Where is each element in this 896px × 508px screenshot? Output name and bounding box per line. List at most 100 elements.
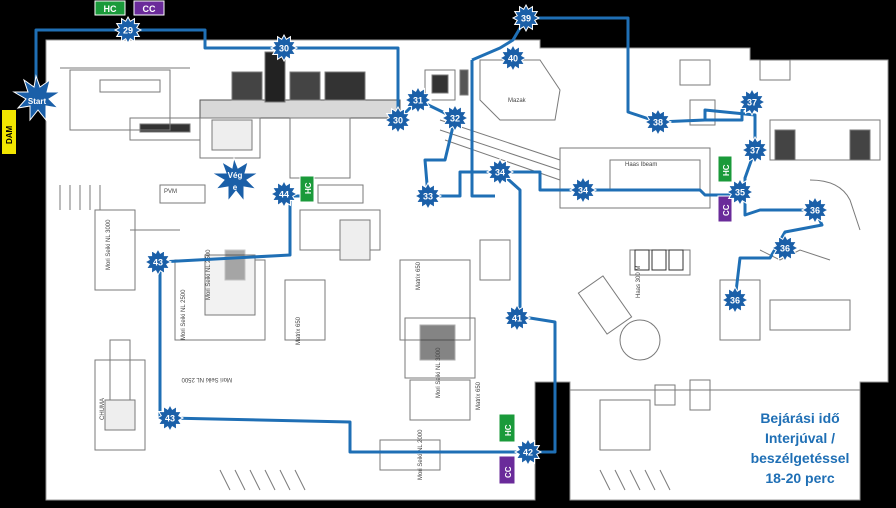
stop-number: 30	[393, 116, 403, 126]
stop-star-icon	[440, 103, 470, 133]
machine-label: Mori Seiki NL 2000	[418, 429, 424, 480]
start-marker: Start	[12, 74, 62, 122]
stop-star-icon	[770, 233, 800, 263]
flag-hc-end: HC	[299, 175, 315, 203]
stop-marker: 34	[568, 175, 598, 205]
stop-star-icon	[143, 247, 173, 277]
machine-label: Haas 300 M	[636, 266, 642, 298]
machine-label: Mori Seiki NL 2500	[181, 289, 187, 340]
hc-flag-label: HC	[504, 424, 513, 436]
machine-labels: Mori Seiki NL 2500 Mori Seiki NL 2500 Mo…	[100, 98, 657, 480]
stop-marker: 30	[383, 105, 413, 135]
stop-number: 34	[495, 168, 505, 178]
stop-number: 44	[279, 190, 289, 200]
end-label: Vég	[228, 171, 243, 180]
machine-label: Mori Seiki NL 3000	[106, 219, 112, 270]
cc-flag-label: CC	[143, 4, 156, 14]
stop-star-icon	[568, 175, 598, 205]
stop-star-icon	[511, 3, 541, 33]
stop-marker: 29	[113, 15, 143, 45]
stop-marker: 44	[269, 179, 299, 209]
stop-marker: 43	[143, 247, 173, 277]
stop-number: 29	[123, 26, 133, 36]
stop-number: 41	[512, 314, 522, 324]
cc-flag-label: CC	[722, 204, 731, 216]
stop-marker: 36	[770, 233, 800, 263]
note-line: beszélgetéssel	[750, 450, 850, 466]
hc-flag-label: HC	[722, 164, 731, 176]
machine-label: Haas Ibeam	[625, 162, 657, 168]
stop-star-icon	[269, 179, 299, 209]
stop-star-icon	[737, 87, 767, 117]
stop-marker: 36	[720, 285, 750, 315]
stop-number: 37	[750, 146, 760, 156]
stop-marker: 38	[643, 107, 673, 137]
dam-flag-label: DAM	[5, 125, 14, 144]
stop-marker: 40	[498, 43, 528, 73]
hc-flag-label: HC	[304, 182, 313, 194]
machine-label: CHUMA	[100, 398, 106, 420]
stop-number: 37	[747, 98, 757, 108]
stop-marker: 37	[737, 87, 767, 117]
stop-number: 36	[780, 244, 790, 254]
stop-star-icon	[403, 85, 433, 115]
stop-star-icon	[513, 437, 543, 467]
stop-number: 40	[508, 54, 518, 64]
end-label: e	[233, 183, 238, 192]
stop-number: 36	[730, 296, 740, 306]
stop-number: 31	[413, 96, 423, 106]
stop-star-icon	[502, 303, 532, 333]
machine-label: PVM	[164, 189, 177, 195]
cc-flag-label: CC	[504, 466, 513, 478]
stop-star-icon	[740, 135, 770, 165]
machine-label: Matrix 650	[296, 316, 302, 345]
stop-marker: 35	[725, 177, 755, 207]
stop-star-icon	[269, 33, 299, 63]
stop-markers: 29 30 30 31 32 33 34 34 35 36 36 36 37 37 38 39 40 41 42 43…	[113, 3, 830, 467]
note-line: 18-20 perc	[765, 470, 835, 486]
stop-number: 42	[523, 448, 533, 458]
stop-marker: 43	[155, 403, 185, 433]
stop-marker: 30	[269, 33, 299, 63]
stop-number: 43	[153, 258, 163, 268]
stop-star-icon	[383, 105, 413, 135]
hc-flag-label: HC	[104, 4, 117, 14]
machine-label: Mori Seiki NL 2500	[206, 249, 212, 300]
stop-number: 38	[653, 118, 663, 128]
stop-marker: 31	[403, 85, 433, 115]
stop-marker: 34	[485, 157, 515, 187]
flag-hc-35: HC	[717, 155, 733, 183]
note-line: Interjúval /	[764, 430, 836, 446]
stop-star-icon	[413, 181, 443, 211]
stop-marker: 36	[800, 195, 830, 225]
stop-number: 43	[165, 414, 175, 424]
stop-star-icon	[643, 107, 673, 137]
machine-label: Mori Seiki NL 2500	[181, 376, 232, 382]
stop-number: 30	[279, 44, 289, 54]
flag-cc-top: CC	[133, 0, 165, 16]
stop-star-icon	[725, 177, 755, 207]
flag-dam: DAM	[2, 110, 16, 154]
flag-cc-42: CC	[498, 455, 516, 485]
stop-star-icon	[720, 285, 750, 315]
stop-number: 32	[450, 114, 460, 124]
stop-marker: 41	[502, 303, 532, 333]
stop-marker: 32	[440, 103, 470, 133]
machine-label: Mazak	[508, 98, 527, 104]
stop-star-icon	[498, 43, 528, 73]
stop-marker: 42	[513, 437, 543, 467]
stop-number: 35	[735, 188, 745, 198]
stop-number: 33	[423, 192, 433, 202]
stop-marker: 37	[740, 135, 770, 165]
end-marker: Vég e	[210, 156, 260, 203]
stop-star-icon	[113, 15, 143, 45]
stop-marker: 33	[413, 181, 443, 211]
floor-outline	[45, 39, 889, 501]
stop-number: 39	[521, 14, 531, 24]
flag-hc-42: HC	[498, 413, 516, 443]
tour-duration-note: Bejárási idő Interjúval / beszélgetéssel…	[730, 408, 870, 488]
start-label: Start	[28, 97, 47, 106]
machine-label: Mori Seiki NL 3000	[436, 347, 442, 398]
stop-number: 36	[810, 206, 820, 216]
